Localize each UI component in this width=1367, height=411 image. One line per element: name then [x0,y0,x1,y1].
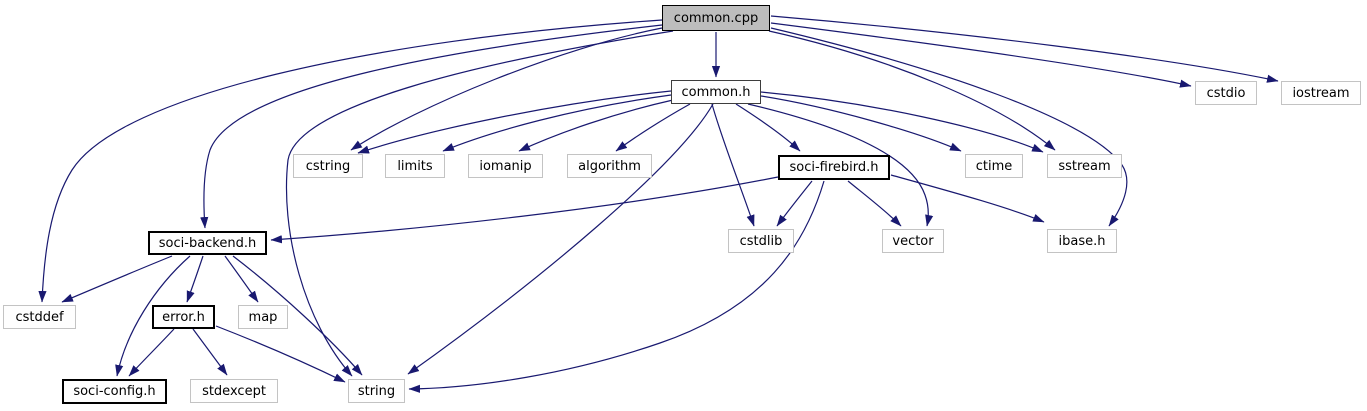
node-sstream: sstream [1047,154,1122,178]
edge-common.h-ctime [760,95,962,152]
edge-common.h-string [407,103,714,375]
node-limits: limits [385,154,445,178]
node-ctime: ctime [965,154,1023,178]
edge-common.h-iomanip [518,99,674,152]
edge-error.h-stdexcept [192,328,228,376]
edge-common.h-soci-firebird.h [735,103,801,152]
node-stdexcept: stdexcept [190,379,278,403]
edge-soci-firebird.h-string [408,180,825,393]
edge-common.h-algorithm [615,103,691,152]
edge-soci-firebird.h-cstdlib [776,180,813,227]
edge-soci-backend.h-map [224,255,259,303]
node-cstdio: cstdio [1195,81,1257,105]
node-error-h[interactable]: error.h [152,305,215,329]
node-soci-backend-h[interactable]: soci-backend.h [148,231,267,255]
node-iostream: iostream [1281,81,1361,105]
node-common-h[interactable]: common.h [671,80,761,104]
node-vector: vector [882,229,944,253]
edge-common.h-sstream [760,91,1044,153]
node-soci-firebird-h[interactable]: soci-firebird.h [778,155,890,180]
node-string: string [348,379,405,403]
edge-error.h-string [215,325,346,383]
node-common-cpp[interactable]: common.cpp [662,5,770,31]
edge-common.h-limits [442,94,672,152]
edge-error.h-soci-config.h [128,328,175,377]
node-soci-config-h[interactable]: soci-config.h [62,379,167,404]
edge-common.cpp-cstddef [38,19,663,303]
edge-common.cpp-string [285,30,674,377]
edge-common.cpp-ibase.h [770,27,1128,227]
edge-common.cpp-cstring [350,27,663,151]
node-cstddef: cstddef [3,305,76,329]
edge-soci-backend.h-error.h [186,255,204,303]
node-map: map [238,305,288,329]
edge-common.cpp-sstream [768,30,1056,151]
edge-soci-firebird.h-vector [847,180,902,227]
edge-soci-firebird.h-ibase.h [890,174,1045,223]
edge-soci-firebird.h-soci-backend.h [270,176,779,244]
node-ibase-h: ibase.h [1047,229,1117,253]
node-iomanip: iomanip [468,154,543,178]
node-cstdlib: cstdlib [728,229,794,253]
edge-soci-backend.h-cstddef [61,255,173,303]
edge-common.h-cstdlib [711,103,755,227]
edge-soci-backend.h-string [232,255,363,376]
edge-common.cpp-soci-backend.h [200,24,663,229]
edge-common.h-cstring [357,90,672,154]
node-cstring: cstring [293,154,363,178]
edge-common.h-vector [747,103,934,227]
edge-common.cpp-iostream [770,15,1279,83]
node-algorithm: algorithm [567,154,652,178]
edge-common.cpp-cstdio [770,22,1192,88]
edge-soci-backend.h-soci-config.h [115,255,191,377]
